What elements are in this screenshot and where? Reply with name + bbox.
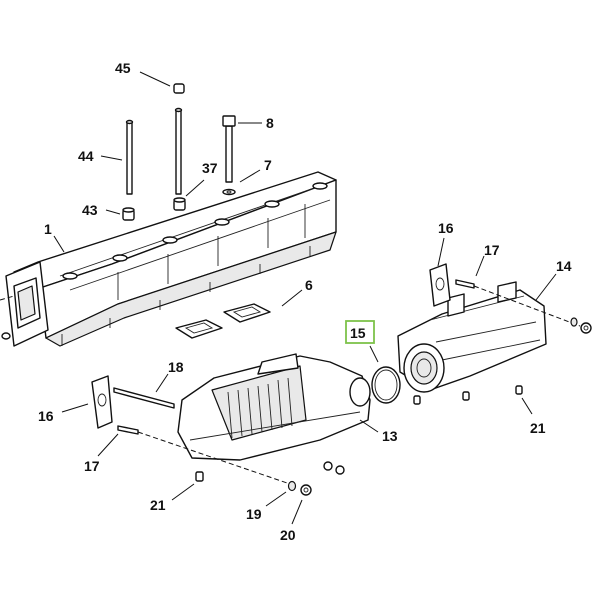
leader-line	[291, 499, 303, 525]
o-ring-part	[371, 366, 401, 404]
washer-part	[287, 480, 297, 492]
callout-label: 20	[280, 527, 296, 543]
callout-label: 15	[350, 325, 366, 341]
spacer-part	[173, 197, 186, 211]
leader-line	[139, 71, 171, 87]
callout-label: 14	[556, 258, 572, 274]
bolt-part	[515, 385, 523, 395]
callout-label: 18	[168, 359, 184, 375]
leader-line	[369, 345, 379, 363]
stud-part	[117, 425, 139, 435]
callout-label: 17	[84, 458, 100, 474]
nut-part	[300, 484, 312, 496]
callout-label: 43	[82, 202, 98, 218]
leader-line	[437, 237, 445, 267]
leader-line	[155, 373, 169, 393]
callout-label: 44	[78, 148, 94, 164]
callout-label: 17	[484, 242, 500, 258]
gasket-part	[175, 319, 223, 339]
leader-line	[359, 419, 379, 433]
bolt-part	[195, 471, 204, 482]
callout-label: 19	[246, 506, 262, 522]
callout-label: 21	[530, 420, 546, 436]
flange-bolt-part	[1, 332, 11, 340]
leader-line	[171, 483, 195, 501]
callout-label: 1	[44, 221, 52, 237]
long-bolt-part	[222, 115, 236, 183]
leader-line	[61, 403, 89, 413]
assembly-line	[0, 295, 15, 301]
leader-line	[265, 491, 287, 507]
leader-line	[239, 169, 261, 183]
leader-line	[535, 273, 557, 301]
callout-label: 45	[115, 60, 131, 76]
leader-line	[97, 433, 119, 457]
callout-label: 37	[202, 160, 218, 176]
assembly-line	[473, 285, 581, 327]
washer-part	[570, 317, 578, 327]
callout-label: 8	[266, 115, 274, 131]
leader-line	[281, 289, 303, 307]
stud-part	[125, 119, 134, 195]
exhaust-manifold-rear-part	[397, 281, 547, 393]
exhaust-manifold-front-part	[177, 353, 371, 461]
flange-gasket-part	[429, 263, 451, 307]
callout-label: 16	[38, 408, 54, 424]
intake-manifold-part	[5, 171, 337, 347]
leader-line	[53, 235, 65, 253]
callout-label: 21	[150, 497, 166, 513]
leader-line	[185, 179, 205, 197]
washer-part	[222, 188, 236, 196]
leader-line	[475, 255, 485, 277]
spacer-part	[122, 207, 135, 221]
bolt-part	[462, 391, 470, 401]
stud-part	[113, 387, 175, 409]
callout-label: 6	[305, 277, 313, 293]
assembly-line	[137, 431, 291, 485]
leader-line	[105, 209, 121, 215]
callout-label: 7	[264, 157, 272, 173]
stud-part	[174, 107, 183, 195]
leader-line	[521, 397, 533, 415]
callout-label: 13	[382, 428, 398, 444]
callout-label: 16	[438, 220, 454, 236]
nut-part	[323, 461, 345, 475]
nut-part	[173, 83, 185, 94]
nut-part	[580, 322, 592, 334]
bolt-part	[413, 395, 421, 405]
gasket-part	[223, 303, 271, 323]
flange-gasket-part	[91, 375, 113, 429]
callout-highlight	[345, 320, 375, 344]
stud-part	[455, 279, 475, 289]
leader-line	[100, 155, 123, 161]
